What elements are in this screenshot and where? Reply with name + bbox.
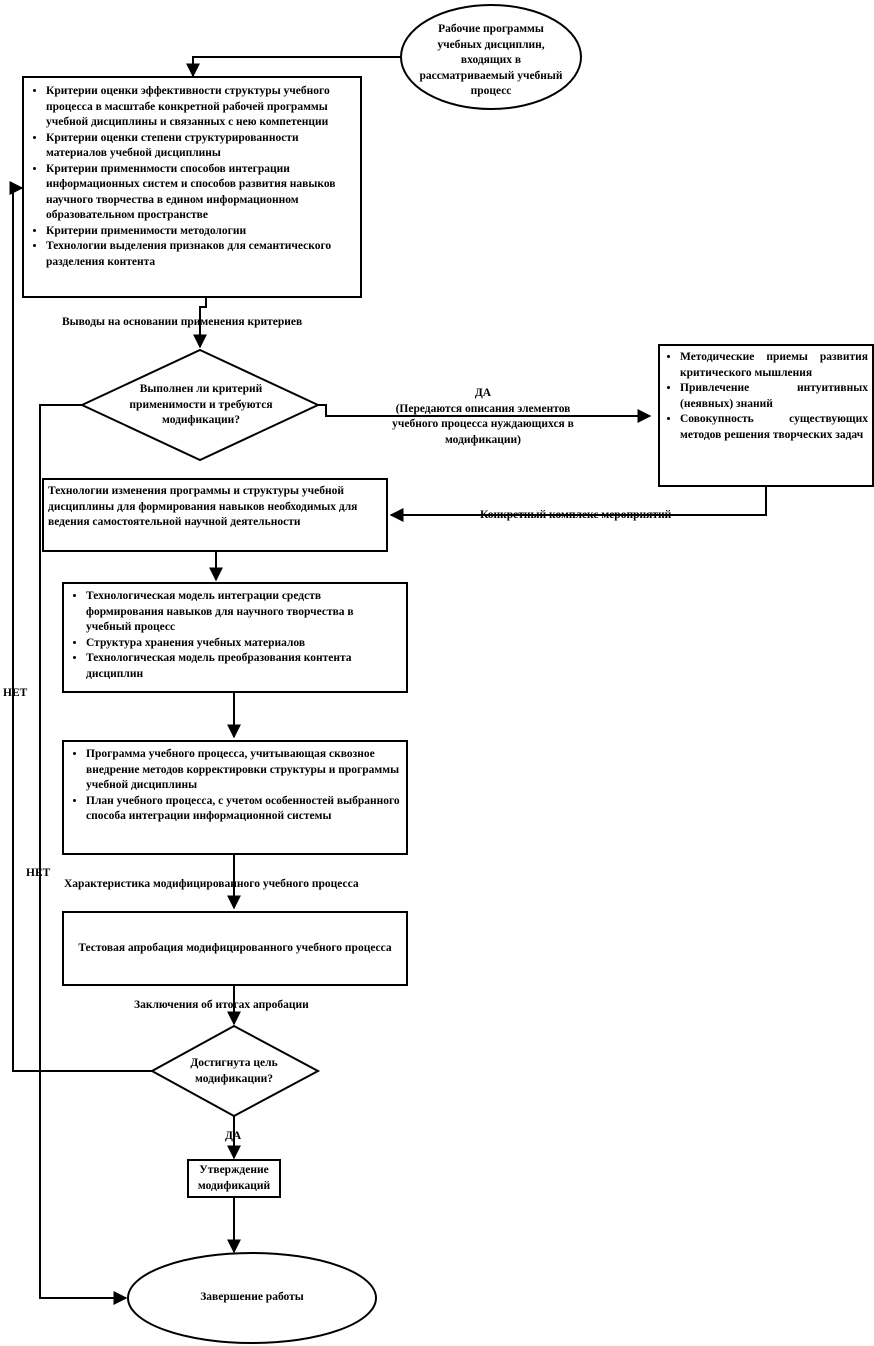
- models-box: Технологическая модель интеграции средст…: [62, 582, 408, 693]
- methods-box: Методические приемы развития критическог…: [658, 344, 874, 487]
- label-complex: Конкретный комплекс мероприятий: [480, 509, 672, 521]
- criteria-box: Критерии оценки эффективности структуры …: [22, 76, 362, 298]
- program-list-item: План учебного процесса, с учетом особенн…: [86, 794, 400, 825]
- end-oval-text: Завершение работы: [200, 1291, 304, 1303]
- approve-box: Утверждение модификаций: [187, 1159, 281, 1198]
- criteria-list-item: Критерии оценки степени структурированно…: [46, 131, 354, 162]
- criteria-list-item: Критерии применимости методологии: [46, 224, 354, 240]
- program-list: Программа учебного процесса, учитывающая…: [70, 747, 400, 825]
- yes-label-2: ДА: [225, 1130, 242, 1142]
- decision1-shape: [79, 348, 321, 462]
- label-conclusions: Выводы на основании применения критериев: [62, 316, 303, 328]
- program-box: Программа учебного процесса, учитывающая…: [62, 740, 408, 855]
- criteria-list: Критерии оценки эффективности структуры …: [30, 84, 354, 270]
- models-list-item: Технологическая модель преобразования ко…: [86, 651, 400, 682]
- start-oval-text: Рабочие программы учебных дисциплин, вхо…: [419, 23, 563, 97]
- arrow-yes-to-methods: [318, 404, 652, 423]
- tech-change-box: Технологии изменения программы и структу…: [42, 478, 388, 552]
- methods-list: Методические приемы развития критическог…: [664, 350, 868, 443]
- test-box-text: Тестовая апробация модифицированного уче…: [78, 941, 392, 954]
- approve-box-text: Утверждение модификаций: [197, 1164, 271, 1192]
- yes-label-1: ДА (Передаются описания элементов учебно…: [392, 387, 574, 446]
- no-label-right: НЕТ: [26, 867, 51, 879]
- criteria-list-item: Критерии оценки эффективности структуры …: [46, 84, 354, 131]
- arrow-no-loop-to-criteria: [9, 181, 152, 1072]
- models-list-item: Структура хранения учебных материалов: [86, 636, 400, 652]
- arrow-start-to-criteria: [186, 56, 401, 78]
- arrow-methods-to-techchange: [389, 487, 767, 522]
- label-results: Заключения об итогах апробации: [134, 999, 309, 1011]
- arrow-no-to-end: [39, 404, 128, 1305]
- methods-list-item: Совокупность существующих методов решени…: [680, 412, 868, 443]
- decision2-text: Достигнута цель модификации?: [190, 1057, 278, 1085]
- methods-list-item: Привлечение интуитивных (неявных) знаний: [680, 381, 868, 412]
- models-list: Технологическая модель интеграции средст…: [70, 589, 400, 682]
- criteria-list-item: Критерии применимости способов интеграци…: [46, 162, 354, 224]
- program-list-item: Программа учебного процесса, учитывающая…: [86, 747, 400, 794]
- label-characteristic: Характеристика модифицированного учебног…: [64, 878, 359, 890]
- arrow-criteria-to-decision: [193, 298, 207, 349]
- criteria-list-item: Технологии выделения признаков для семан…: [46, 239, 354, 270]
- no-label-left: НЕТ: [3, 687, 28, 699]
- end-oval-shape: [127, 1252, 377, 1344]
- methods-list-item: Методические приемы развития критическог…: [680, 350, 868, 381]
- models-list-item: Технологическая модель интеграции средст…: [86, 589, 400, 636]
- decision1-text: Выполнен ли критерий применимости и треб…: [129, 383, 273, 426]
- test-box: Тестовая апробация модифицированного уче…: [62, 911, 408, 986]
